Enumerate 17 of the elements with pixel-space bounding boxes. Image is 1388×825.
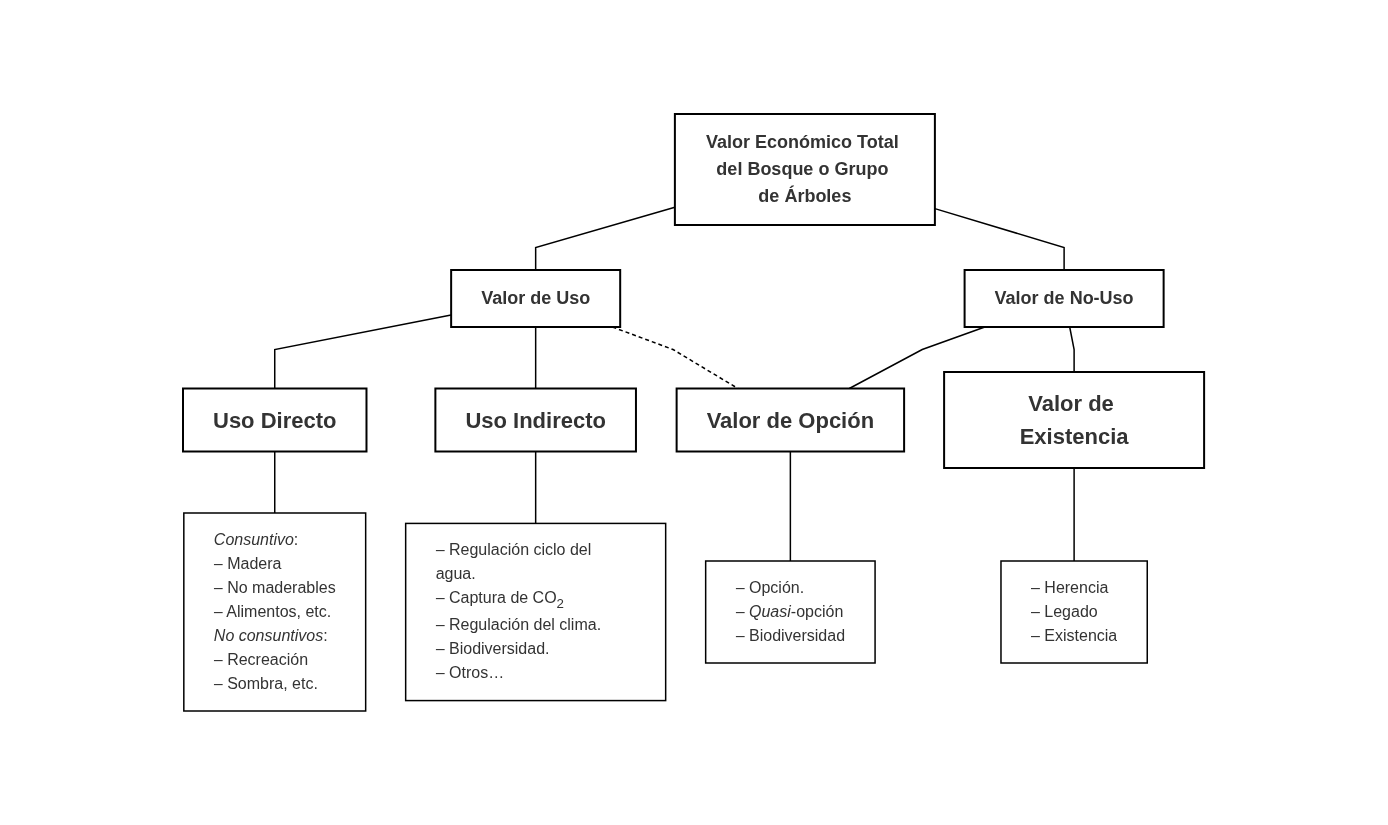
connector [274,450,276,514]
node-box: Uso Directo [182,387,368,453]
connector [790,450,792,562]
connector [535,450,537,525]
node-box: – Regulación ciclo del agua. – Captura de CO$_{2}$ – Regulación del clima. – Biodiversidad. – Otros… [405,522,667,702]
node-box: Uso Indirecto [434,387,638,453]
node-box: Valor de Opción [676,387,906,453]
node-box: Valor Económico Total del Bosque o Grupo de Árboles [674,113,937,226]
node-box: Valor de No-Uso [964,269,1166,328]
node-box: Consuntivo: – Madera – No maderables – Alimentos, etc. No consuntivos: – Recreación – Sombra, etc. [183,512,367,712]
node-box: Valor de Uso [450,269,622,328]
connector [1073,467,1076,562]
node-box: Valor de Existencia [943,371,1206,469]
node-box: – Opción. – Quasi-opción – Biodiversidad [705,560,877,664]
node-box: – Herencia – Legado – Existencia [1000,560,1149,664]
connector [535,326,537,390]
connector [1069,326,1076,373]
